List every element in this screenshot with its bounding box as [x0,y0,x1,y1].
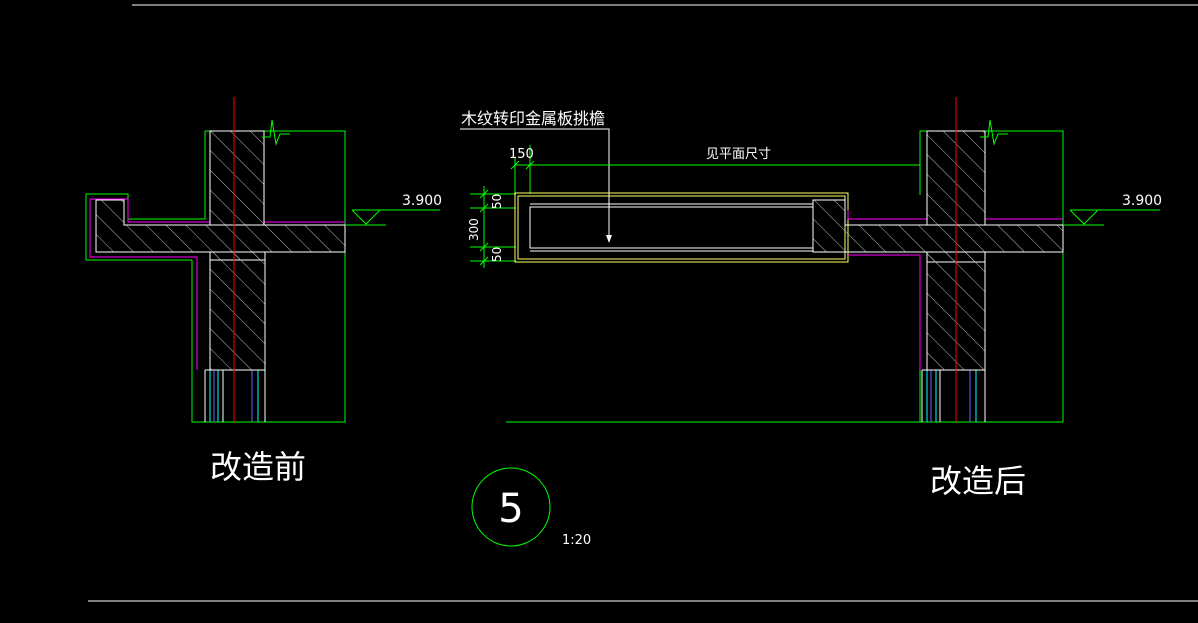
after-elevation-label: 3.900 [1122,193,1162,209]
dim-plan-label: 见平面尺寸 [706,147,771,162]
after-wall-edge-right [984,131,1063,220]
dim-vtick-1 [479,189,489,199]
dim-vtick-2 [479,203,489,213]
dim-50-bottom-label: 50 [490,247,504,262]
callout-arrow [606,235,612,243]
before-elevation-marker: 3.900 [345,193,442,226]
dim-50-top-label: 50 [490,194,504,209]
dim-vtick-4 [479,256,489,266]
dim-300-label: 300 [467,218,481,241]
eave-detail: 木纹转印金属板挑檐 150 见平面尺寸 50 300 50 [460,109,1063,423]
dim-tick-2 [525,160,535,170]
after-break-symbol [980,119,1008,146]
before-caption: 改造前 [210,448,306,486]
detail-number: 5 [498,486,523,532]
eave-panel [514,192,849,263]
before-base-lines [204,369,266,422]
after-elevation-marker: 3.900 [1063,193,1162,226]
dim-tick-1 [510,160,520,170]
detail-scale: 1:20 [562,533,591,548]
before-section: 3.900 改造前 [85,97,442,486]
callout-label: 木纹转印金属板挑檐 [461,109,605,128]
detail-marker: 5 1:20 [471,467,591,548]
before-column-lower [209,251,266,371]
after-outline-right [985,130,1064,422]
after-caption: 改造后 [930,462,1026,500]
before-wall-edge-left [89,131,211,370]
before-column-upper [209,130,265,226]
callout-leader [460,128,610,241]
detail-circle [471,467,551,547]
dim-150-label: 150 [509,147,534,162]
before-outline-top [85,131,206,261]
after-wall-edge-left [847,131,928,220]
before-break-symbol [262,119,290,146]
after-wall-edge-lower [848,254,921,370]
after-base-lines [921,369,986,422]
before-elevation-label: 3.900 [402,193,442,209]
before-outline-right [191,130,346,423]
after-section: 3.900 改造后 [812,97,1162,500]
dim-vtick-3 [479,242,489,252]
